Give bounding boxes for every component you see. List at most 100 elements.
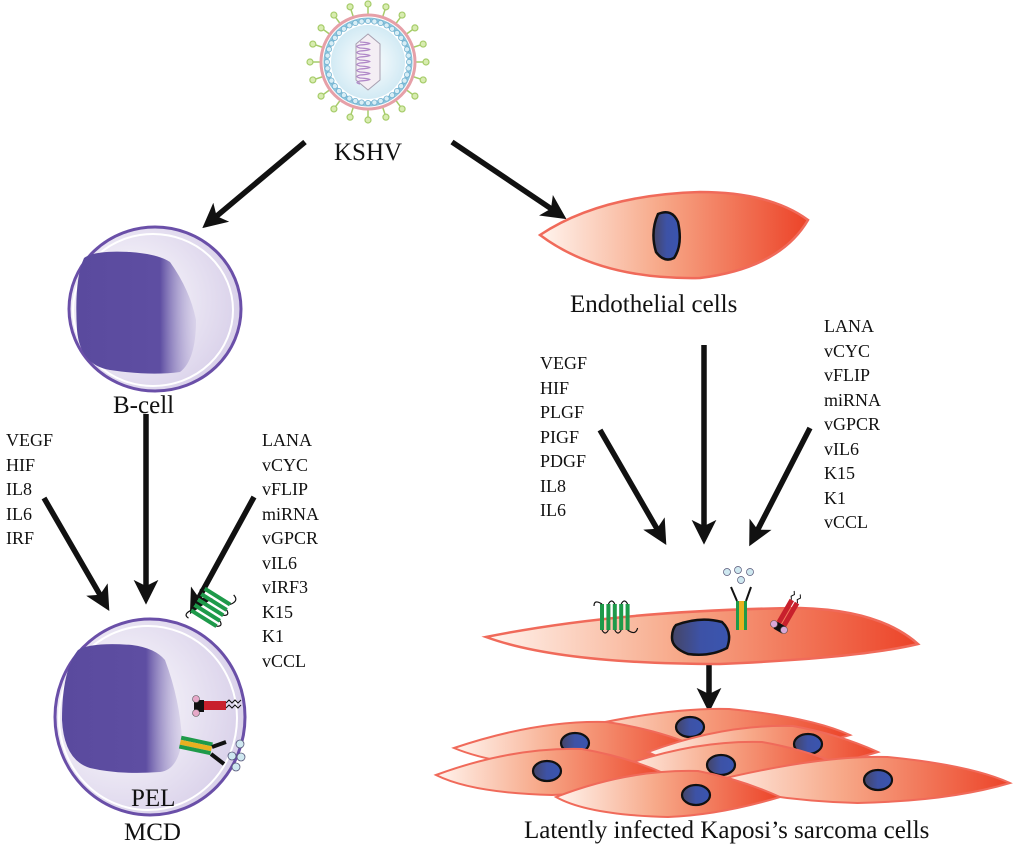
host-factor-item: VEGF bbox=[540, 353, 588, 373]
gpcr-receptor-icon bbox=[593, 600, 639, 634]
host-factor-item: IRF bbox=[6, 528, 35, 548]
kshv-virion-icon bbox=[306, 0, 430, 124]
viral-factor-item: vIL6 bbox=[262, 552, 297, 573]
virus-spike-tip bbox=[382, 3, 390, 11]
capsid-bead bbox=[371, 99, 378, 106]
capsid-bead bbox=[406, 59, 412, 65]
capsid-bead bbox=[352, 20, 359, 26]
capsid-bead bbox=[404, 46, 410, 53]
virus-spike-tip bbox=[346, 3, 354, 11]
host-factor-item: PDGF bbox=[540, 451, 587, 471]
transmembrane-helix bbox=[193, 603, 221, 623]
capsid-bead bbox=[371, 18, 378, 25]
ks-cell-nucleus bbox=[862, 768, 894, 792]
endothelial-cells-label: Endothelial cells bbox=[570, 291, 738, 318]
host-factor-item: HIF bbox=[540, 377, 570, 398]
ks-cell-nucleus bbox=[674, 715, 706, 739]
capsid-bead bbox=[394, 30, 400, 36]
capsid-bead bbox=[331, 83, 338, 90]
arrow-host-factors-to-ks bbox=[597, 428, 667, 545]
kaposi-sarcoma-cells-label: Latently infected Kaposi’s sarcoma cells bbox=[524, 817, 930, 844]
capsid-bead bbox=[346, 95, 353, 102]
pel-label: PEL bbox=[131, 785, 176, 812]
virus-spike-tip bbox=[398, 11, 406, 19]
capsid-bead bbox=[336, 30, 342, 36]
transmembrane-helix bbox=[200, 592, 228, 612]
capsid-bead bbox=[358, 18, 365, 25]
ks-cell-nucleus bbox=[531, 759, 563, 783]
capsid-bead bbox=[352, 98, 359, 104]
arrow-kshv-to-bcell bbox=[202, 139, 307, 229]
viral-factor-item: LANA bbox=[824, 316, 874, 336]
arrow-kshv-to-endothelial bbox=[450, 139, 567, 220]
virus-spike-tip bbox=[306, 58, 314, 66]
k1-receptor-icon bbox=[192, 695, 242, 717]
capsid-bead bbox=[398, 83, 405, 90]
viral-factor-item: K1 bbox=[262, 626, 284, 646]
virus-spike-tip bbox=[382, 113, 390, 121]
capsid-bead bbox=[328, 77, 335, 84]
host-factor-item: IL6 bbox=[6, 503, 32, 524]
virus-spike-tip bbox=[317, 92, 325, 100]
capsid-bead bbox=[346, 22, 353, 29]
virus-spike-tip bbox=[364, 116, 372, 124]
viral-factor-item: K15 bbox=[824, 463, 855, 483]
capsid-bead bbox=[401, 77, 408, 84]
transmembrane-helix bbox=[612, 604, 617, 630]
capsid-bead bbox=[405, 52, 412, 59]
pel-cell-icon bbox=[53, 586, 247, 817]
viral-factor-item: vGPCR bbox=[262, 528, 319, 548]
capsid-bead bbox=[324, 59, 330, 65]
host-factor-item: VEGF bbox=[6, 430, 54, 450]
viral-dna bbox=[356, 41, 371, 85]
endothelial-cell-icon bbox=[537, 190, 810, 280]
capsid-bead bbox=[365, 100, 371, 106]
viral-factor-item: vFLIP bbox=[262, 479, 309, 499]
mcd-label: MCD bbox=[124, 819, 181, 846]
virus-spike-tip bbox=[398, 105, 406, 113]
capsid-bead bbox=[405, 65, 412, 72]
virus-spike-tip bbox=[330, 11, 338, 19]
gpcr-loops bbox=[593, 600, 639, 634]
capsid-bead bbox=[383, 95, 390, 102]
k1-receptor-icon bbox=[770, 590, 801, 634]
viral-factor-item: vCCL bbox=[824, 512, 869, 532]
capsid-bead bbox=[328, 40, 335, 47]
viral-factor-item: vCYC bbox=[262, 454, 309, 475]
capsid-bead bbox=[324, 65, 331, 72]
host-factor-item: IL8 bbox=[6, 479, 32, 499]
viral-factor-item: vFLIP bbox=[824, 365, 871, 385]
virus-spike-tip bbox=[330, 105, 338, 113]
activated-endothelial-cell-icon bbox=[481, 566, 921, 666]
kshv-label: KSHV bbox=[334, 139, 403, 166]
viral-factor-item: vIL6 bbox=[824, 438, 859, 459]
gpcr-receptor-icon bbox=[185, 586, 237, 628]
capsid-bead bbox=[377, 20, 384, 26]
host-factor-item: IL6 bbox=[540, 500, 566, 520]
capsid-bead bbox=[340, 25, 347, 32]
virus-spike-tip bbox=[411, 24, 419, 32]
transmembrane-helix bbox=[600, 604, 604, 630]
virus-spike-tip bbox=[422, 58, 430, 66]
viral-factor-item: K15 bbox=[262, 601, 293, 622]
host-factor-item: HIF bbox=[6, 454, 36, 475]
vgpcr-ligand-receptor-icon bbox=[178, 735, 246, 772]
transmembrane-helix bbox=[196, 597, 225, 618]
capsid-bead bbox=[377, 98, 384, 104]
capsid-bead bbox=[383, 22, 390, 29]
capsid-bead bbox=[398, 34, 405, 41]
arrow-viral-factors-to-ks bbox=[749, 426, 813, 547]
viral-factor-item: LANA bbox=[262, 430, 312, 450]
transmembrane-helix bbox=[190, 608, 218, 628]
transmembrane-helix bbox=[203, 586, 232, 607]
arrow-host-factors-to-pel bbox=[41, 496, 110, 611]
vgpcr-ligand-receptor-icon bbox=[723, 566, 754, 630]
capsid-bead bbox=[404, 71, 410, 78]
capsid-bead bbox=[324, 52, 331, 59]
ks-cell-nucleus bbox=[705, 753, 737, 777]
